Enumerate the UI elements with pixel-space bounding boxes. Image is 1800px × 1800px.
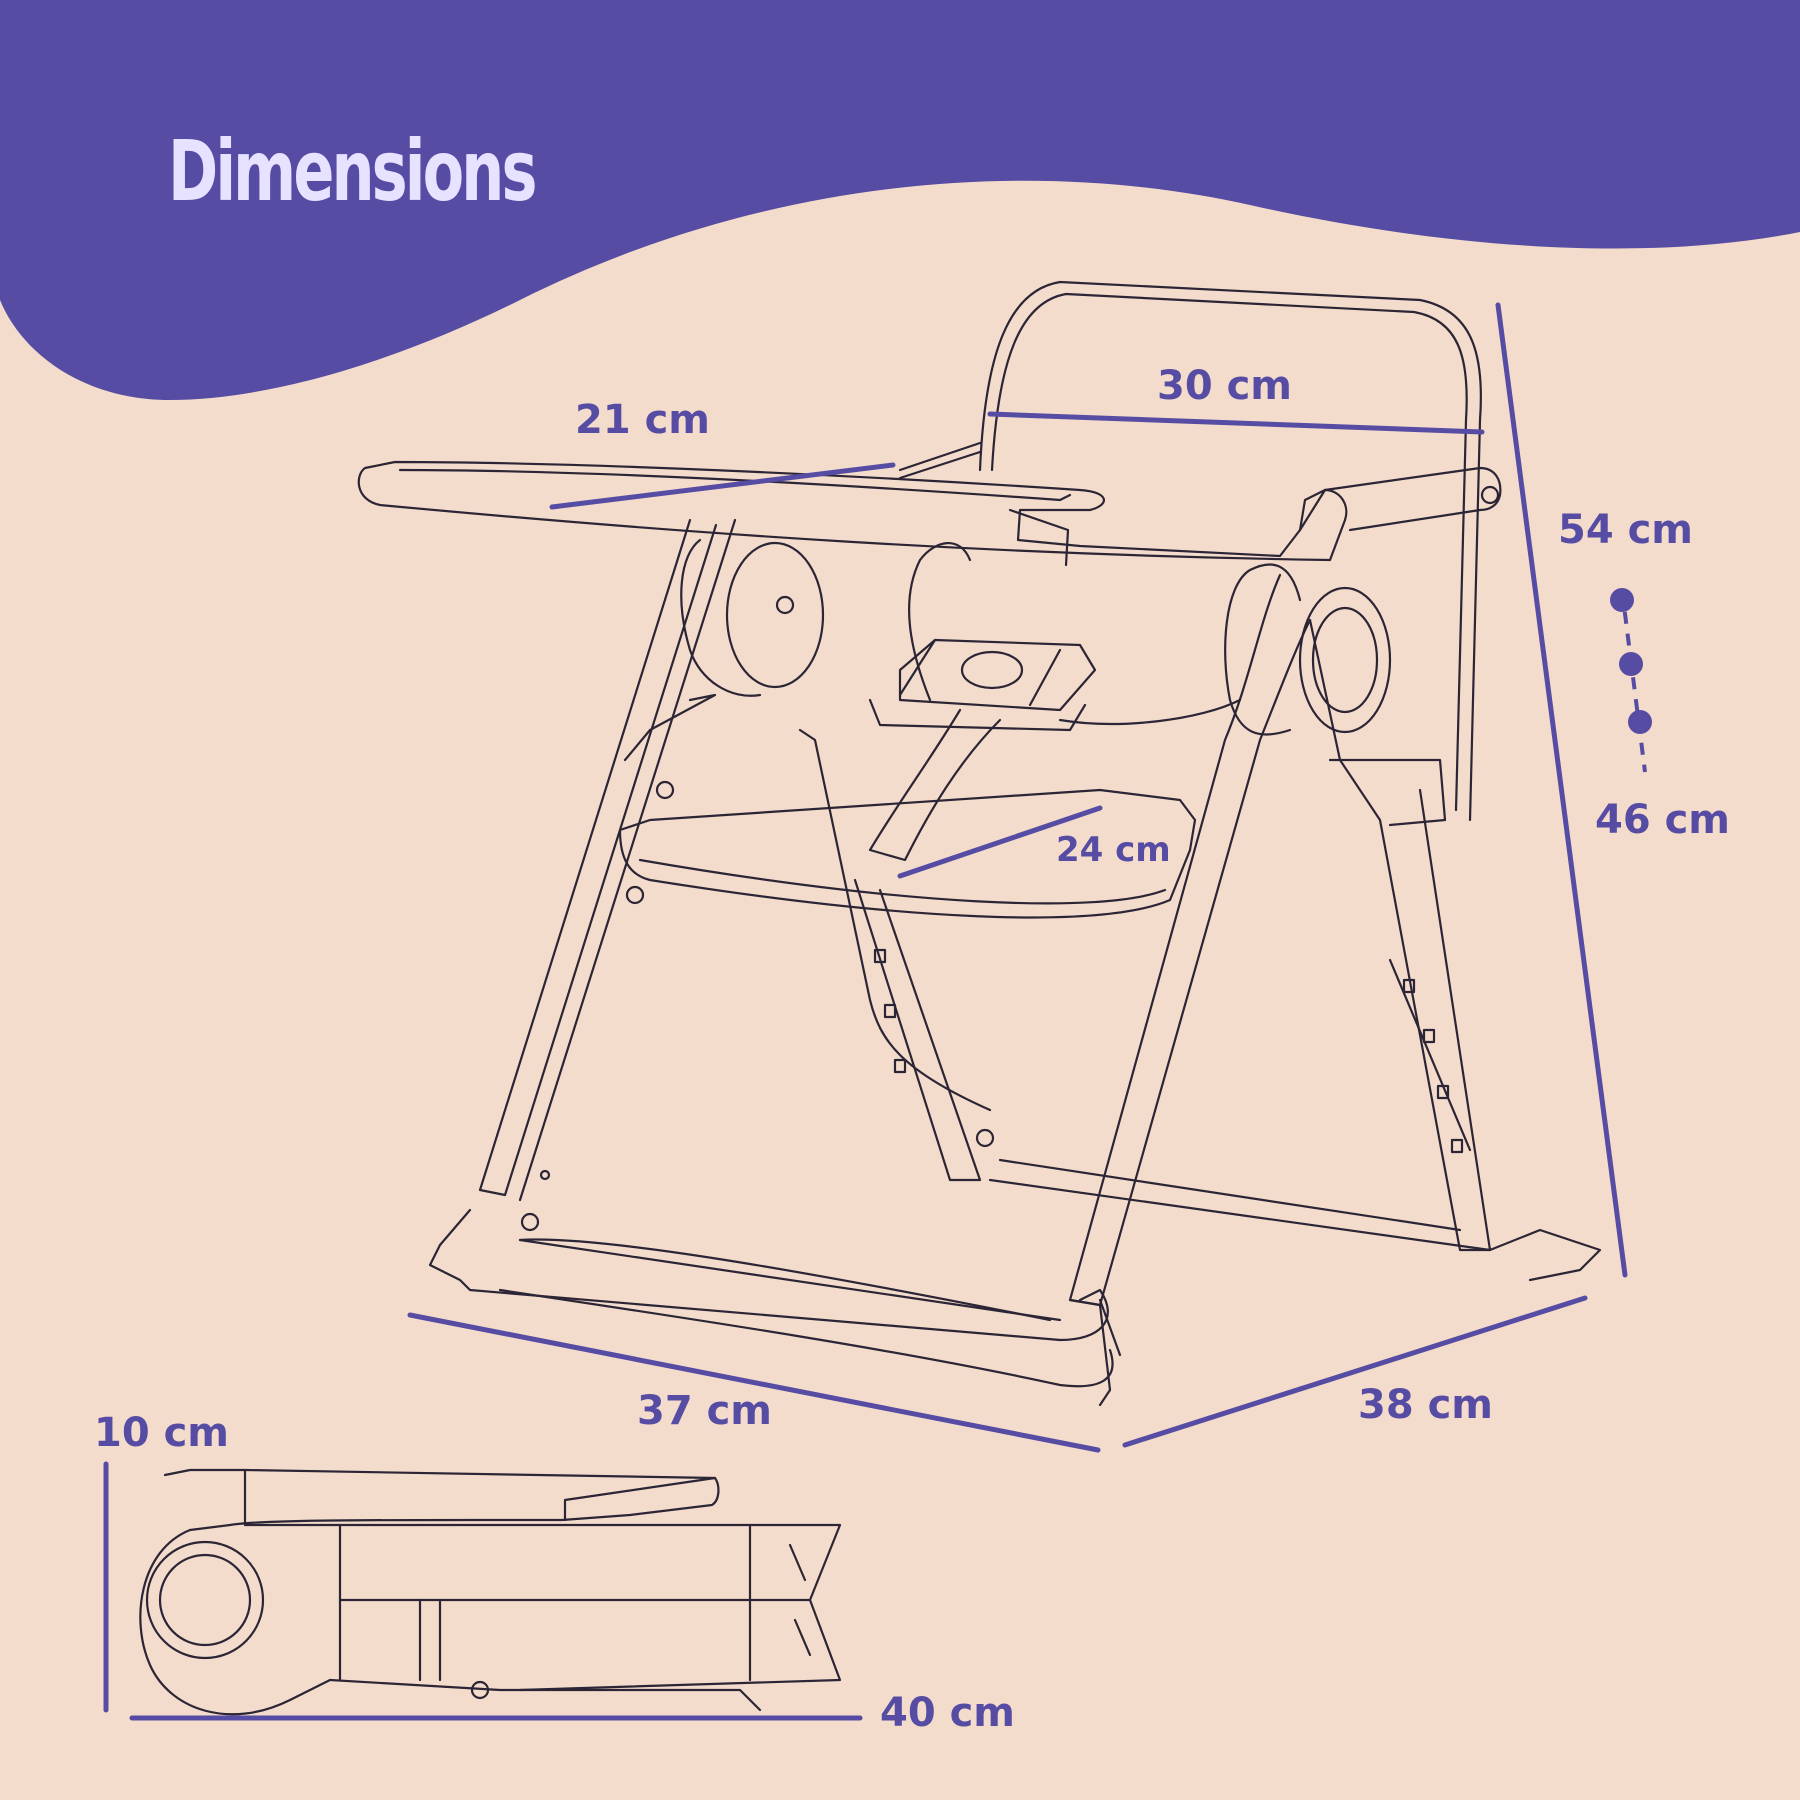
backrest-width-line [987,411,1485,435]
folded-length-label: 40 cm [880,1690,1015,1736]
tray-depth-label: 21 cm [575,397,710,443]
seat-depth-label: 24 cm [1056,830,1171,870]
tray-depth-line [549,462,896,510]
backrest-width-label: 30 cm [1157,363,1292,409]
adjustable-height-dots-icon [1610,588,1652,773]
dimension-lines [103,302,1628,1721]
page-title: Dimensions [168,122,537,220]
base-depth-label: 38 cm [1358,1382,1493,1428]
header-band [0,0,1800,400]
height-max-label: 54 cm [1558,507,1693,553]
height-line [1495,302,1628,1278]
base-width-label: 37 cm [637,1388,772,1434]
base-width-line [407,1312,1101,1453]
height-min-label: 46 cm [1595,797,1730,843]
seat-depth-line [897,805,1103,879]
high-chair-illustration [357,280,1602,1407]
folded-height-label: 10 cm [94,1410,229,1456]
folded-chair-illustration [139,1468,842,1716]
base-depth-line [1122,1295,1588,1448]
